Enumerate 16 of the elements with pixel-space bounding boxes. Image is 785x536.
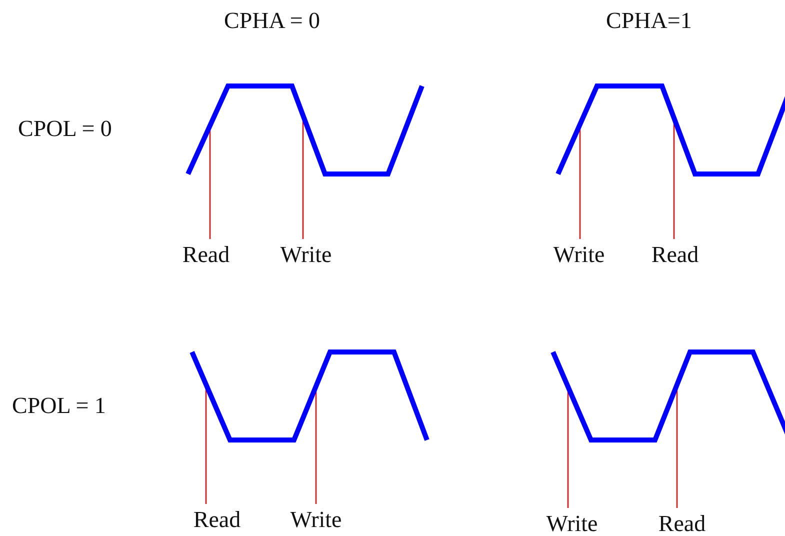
edge-timing-label: Write xyxy=(553,242,605,268)
mode-heading: CPOL = 1 xyxy=(12,393,106,418)
edge-timing-label: Read xyxy=(651,242,699,268)
mode-heading: CPOL = 0 xyxy=(18,116,112,142)
edge-timing-label: Read xyxy=(182,242,230,268)
edge-timing-label: Write xyxy=(546,511,598,536)
clock-waveform xyxy=(189,349,430,443)
edge-timing-label: Read xyxy=(193,507,241,532)
clock-waveform xyxy=(185,83,425,177)
clock-waveform xyxy=(555,83,785,177)
edge-timing-label: Read xyxy=(658,511,706,536)
edge-timing-label: Write xyxy=(290,507,342,532)
mode-heading: CPHA = 0 xyxy=(224,8,320,34)
edge-timing-label: Write xyxy=(280,242,332,268)
clock-waveform xyxy=(550,349,785,443)
mode-heading: CPHA=1 xyxy=(606,8,692,34)
